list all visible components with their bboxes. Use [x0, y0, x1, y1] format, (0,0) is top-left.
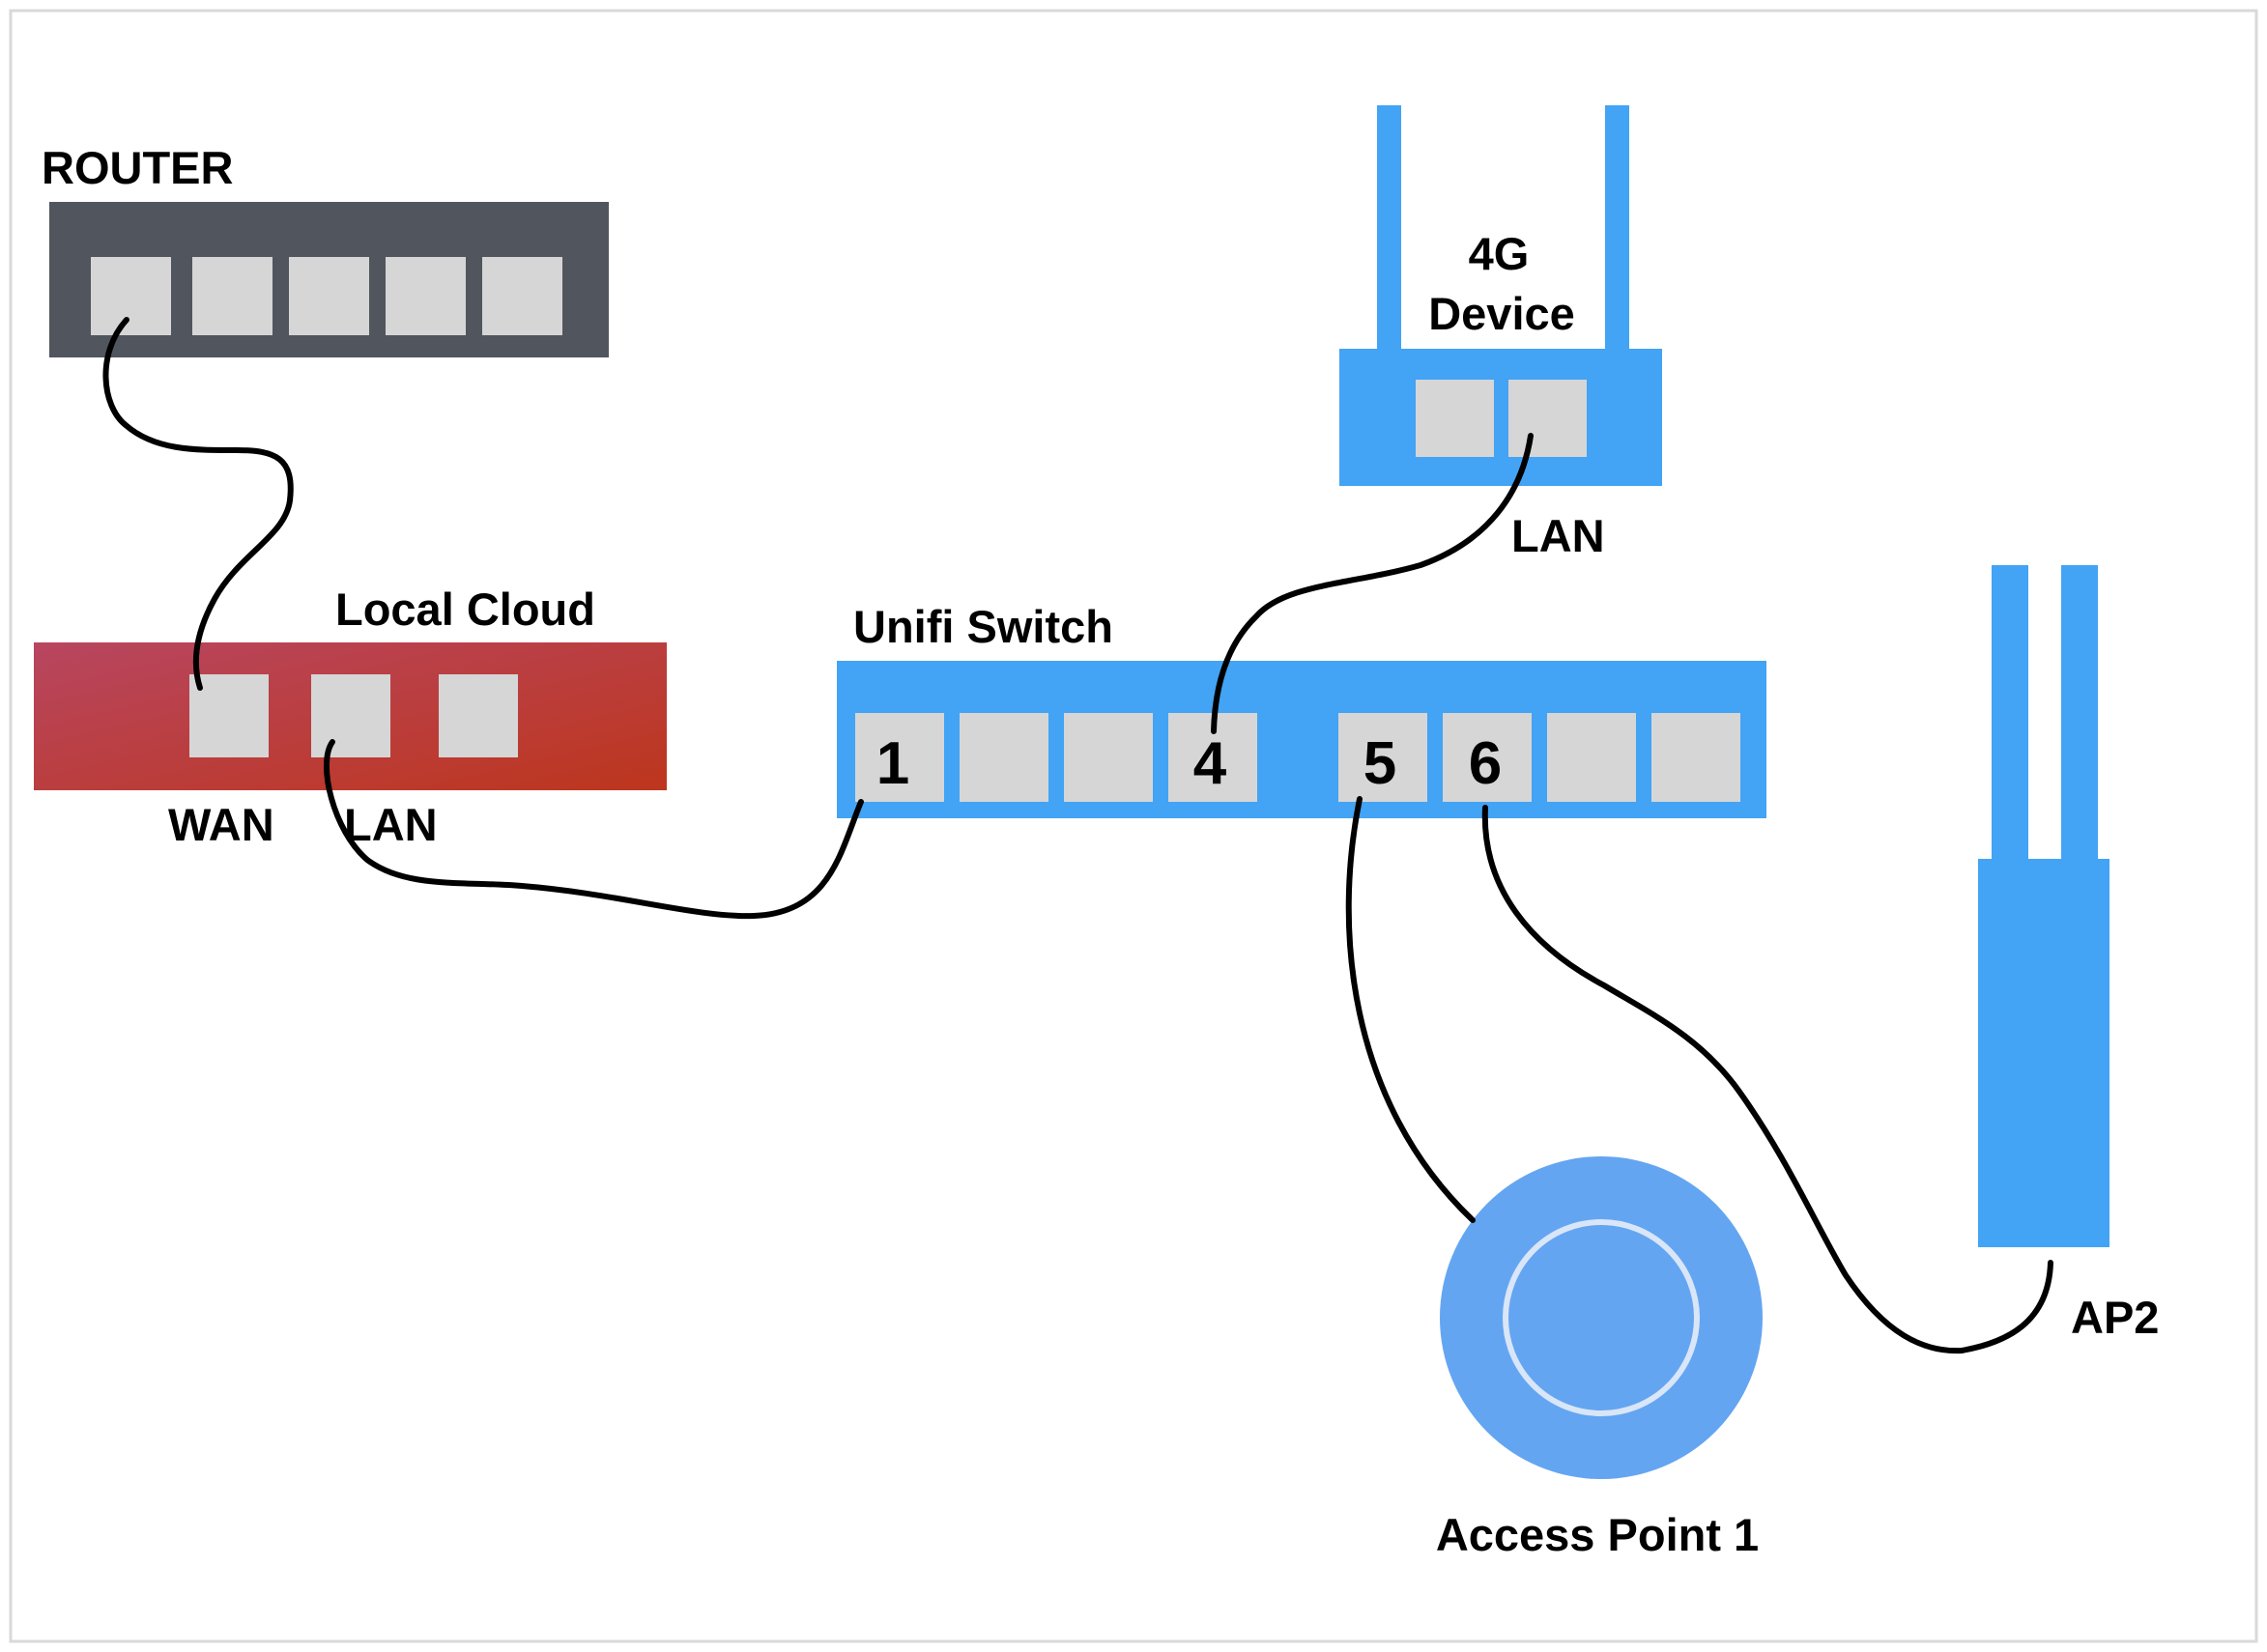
switch-port-2	[960, 713, 1048, 802]
switch-port-4-label: 4	[1193, 730, 1227, 797]
device-4g-label-line2: Device	[1428, 288, 1575, 339]
wan-label: WAN	[168, 799, 274, 850]
local-cloud-lan-label: LAN	[344, 799, 438, 850]
access-point-1-body	[1440, 1156, 1763, 1479]
ap2-antenna-right	[2061, 565, 2098, 865]
local-cloud-port-3	[439, 674, 518, 757]
device-4g-lan-port	[1508, 380, 1587, 457]
switch-port-5-label: 5	[1363, 730, 1396, 797]
local-cloud-label: Local Cloud	[335, 584, 595, 635]
switch-port-1-label: 1	[876, 730, 909, 797]
switch-port-8	[1651, 713, 1740, 802]
cable-switch-port-5-to-access-point-1	[1345, 796, 1476, 1223]
diagram-border	[9, 9, 2258, 1643]
device-4g-port-1	[1416, 380, 1494, 457]
device-4g-lan-label: LAN	[1511, 510, 1605, 561]
ap2-body	[1978, 859, 2109, 1247]
router-port-2	[192, 257, 273, 335]
switch-port-6	[1443, 713, 1532, 802]
device-4g: 4G Device LAN	[1339, 105, 1662, 561]
access-point-1-label: Access Point 1	[1436, 1509, 1759, 1560]
device-4g-antenna-right	[1605, 105, 1629, 352]
ap2-label: AP2	[2071, 1292, 2159, 1343]
local-cloud: Local Cloud WAN LAN	[34, 584, 667, 850]
router-port-5	[482, 257, 562, 335]
switch-port-7	[1547, 713, 1636, 802]
cable-router-to-wan	[102, 317, 294, 691]
device-4g-body	[1339, 349, 1662, 486]
access-point-1: Access Point 1	[1436, 1156, 1763, 1560]
cable-lan-to-switch-port-1	[324, 739, 864, 920]
ap2-antenna-left	[1992, 565, 2028, 865]
router-port-4	[386, 257, 466, 335]
unifi-switch: 1 4 5 6 Unifi Switch	[837, 601, 1766, 818]
unifi-switch-label: Unifi Switch	[853, 601, 1113, 652]
cable-switch-port-6-to-ap2	[1481, 805, 2053, 1354]
device-4g-antenna-left	[1377, 105, 1401, 352]
local-cloud-lan-port	[311, 674, 390, 757]
switch-port-5	[1338, 713, 1427, 802]
ap2: AP2	[1978, 565, 2159, 1343]
router-label: ROUTER	[42, 142, 233, 193]
switch-port-3	[1064, 713, 1153, 802]
switch-port-1	[855, 713, 944, 802]
device-4g-label-line1: 4G	[1469, 228, 1530, 279]
access-point-1-ring	[1503, 1219, 1700, 1416]
cable-4g-lan-to-switch-port-4	[1211, 433, 1534, 734]
router: ROUTER	[42, 142, 609, 357]
switch-port-6-label: 6	[1469, 730, 1502, 797]
router-port-1	[91, 257, 171, 335]
router-port-3	[289, 257, 369, 335]
